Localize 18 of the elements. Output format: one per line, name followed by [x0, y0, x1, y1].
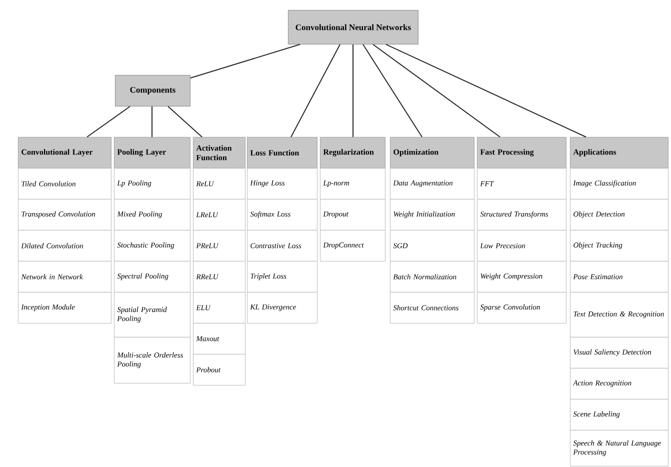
column-header-box: Pooling Layer — [114, 137, 190, 168]
connector-line — [168, 106, 202, 138]
root-box: Convolutional Neural Networks — [288, 10, 418, 44]
column-header-box: Loss Function — [247, 137, 318, 168]
column-header-box: Regularization — [320, 137, 386, 168]
connector-line — [352, 44, 354, 138]
connector-line — [372, 44, 500, 138]
connector-line — [362, 44, 422, 138]
column-header-box: Convolutional Layer — [18, 137, 112, 168]
connector-line — [290, 44, 340, 138]
connector-line — [386, 44, 586, 138]
category-box: Components — [115, 75, 190, 106]
column-header-box: Activation Function — [193, 137, 246, 168]
connector-line — [86, 106, 130, 138]
connector-line — [190, 44, 300, 78]
column-header-box: Fast Processing — [477, 137, 566, 168]
column-header-box: Applications — [570, 137, 668, 168]
column-header-box: Optimization — [390, 137, 474, 168]
